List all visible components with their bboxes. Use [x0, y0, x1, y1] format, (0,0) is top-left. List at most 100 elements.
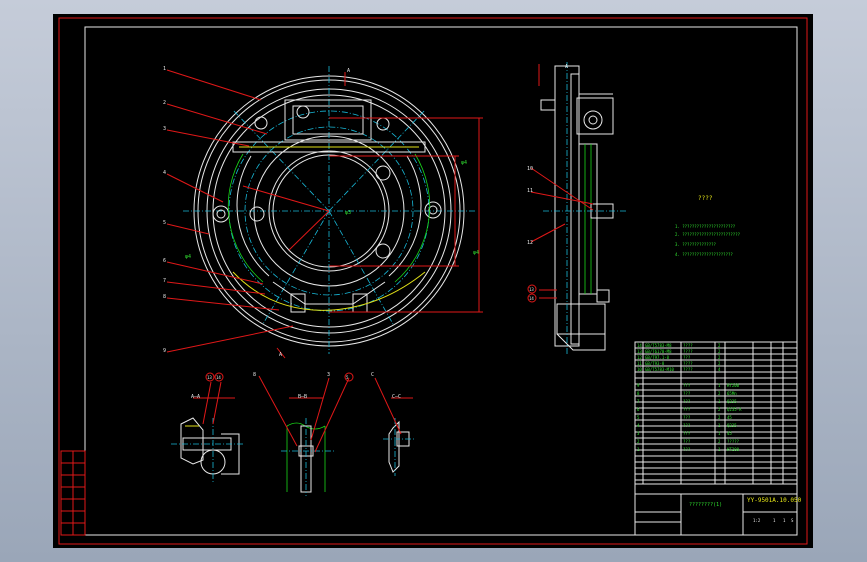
bom-cell: 8: [637, 391, 640, 396]
bom-cell: 1: [637, 447, 640, 452]
bom-cell: Q235: [727, 423, 737, 428]
bom-cell: 3: [637, 431, 640, 436]
section-c-c: [374, 377, 415, 476]
bom-cell: 10: [637, 367, 642, 372]
callout-7: 7: [163, 278, 166, 284]
bom-cell: ???: [683, 355, 691, 360]
bom-row: 4 ??? 1 Q235: [637, 423, 737, 428]
bom-cell: 2: [718, 415, 721, 420]
bom-cell: ????: [683, 343, 693, 348]
bom-row: 12 GB/T97.1-8 ??? 2: [637, 355, 721, 360]
bom-top-rows: 14 GB/T5783-M8 ???? 2 13 GB/T6170-M8 ???…: [637, 343, 721, 372]
note-2: 2. ????????????????????????: [675, 232, 741, 237]
bom-cell: 12: [637, 355, 642, 360]
bom-cell: ???: [683, 391, 691, 396]
callout-12: 12: [527, 240, 533, 246]
drawing-number: YY-9501A.10.050: [747, 497, 802, 504]
bom-cell: 2: [718, 391, 721, 396]
section-b-b-label: B—B: [298, 394, 307, 400]
bom-row: 14 GB/T5783-M8 ???? 2: [637, 343, 721, 348]
callout-3: 3: [163, 126, 166, 132]
bom-cell: ???: [683, 447, 691, 452]
note-1: 1. ??????????????????????: [675, 224, 736, 229]
bom-cell: ???: [683, 407, 691, 412]
bom-cell: ????: [683, 361, 693, 366]
svg-text:A: A: [565, 64, 568, 70]
callout-5-bb: 5: [346, 375, 349, 380]
cad-drawing: 1 2 3 4 5 6 7 8 9 A A φ4 φ3 φ4 φ4 A: [58, 17, 808, 545]
callout-4: 4: [163, 170, 166, 176]
bom-row: 3 ??? 1 45: [637, 431, 732, 436]
bom-row: 5 ??? 2 45: [637, 415, 732, 420]
bom-cell: 1: [718, 383, 721, 388]
callout-8: 8: [163, 294, 166, 300]
leaders-side: [530, 167, 594, 299]
dim-phi-3: φ4: [185, 254, 191, 260]
bom-cell: 65Mn: [727, 391, 737, 396]
inner-frame: [84, 26, 798, 536]
bom-cell: 2: [718, 349, 721, 354]
bom-cell: ???: [683, 423, 691, 428]
bom-cell: 6: [637, 407, 640, 412]
bom-cell: GB/T5783-M8: [645, 343, 672, 348]
note-3: 3. ??????????????: [675, 242, 717, 247]
callout-11: 11: [527, 188, 533, 194]
bom-cell: 5: [637, 415, 640, 420]
outer-frame: [58, 17, 808, 545]
bom-cell: 9: [637, 383, 640, 388]
bom-cell: 2: [718, 343, 721, 348]
bom-cell: HT200: [727, 447, 740, 452]
bom-cell: 4: [718, 367, 721, 372]
section-mark-a-bottom: A: [279, 352, 282, 358]
bom-cell: GB/T6170-M8: [645, 349, 672, 354]
bom-cell: 45: [727, 431, 732, 436]
bom-cell: 1: [718, 447, 721, 452]
dim-phi-2: φ3: [345, 210, 351, 216]
bom-cell: 14: [637, 343, 642, 348]
bom-cell: 13: [637, 349, 642, 354]
bom-cell: 4: [637, 423, 640, 428]
section-mark-a-top: A: [347, 68, 350, 74]
bom-table: [634, 341, 798, 536]
sheet-number: 1: [773, 518, 776, 523]
callout-1: 1: [163, 66, 166, 72]
drawing-title: ????????(1): [689, 502, 722, 508]
bom-rows: 9 ??? 1 HT200 8 ??? 2 65Mn 7 ??? 1 Q235 …: [637, 383, 742, 452]
bom-cell: ???: [683, 439, 691, 444]
bom-cell: Q235-A: [727, 407, 742, 412]
dim-phi-4: φ4: [473, 250, 479, 256]
callout-9: 9: [163, 348, 166, 354]
front-view: [183, 66, 483, 354]
section-b-b: [258, 375, 350, 496]
bom-row: 13 GB/T6170-M8 ???? 2: [637, 349, 721, 354]
bom-cell: 2: [718, 355, 721, 360]
bom-row: 8 ??? 2 65Mn: [637, 391, 737, 396]
bom-cell: 2: [718, 439, 721, 444]
cad-drawing-viewport[interactable]: 1 2 3 4 5 6 7 8 9 A A φ4 φ3 φ4 φ4 A: [53, 14, 813, 548]
bom-cell: ???: [683, 399, 691, 404]
callout-6: 6: [163, 258, 166, 264]
bom-row: 9 ??? 1 HT200: [637, 383, 740, 388]
bom-cell: ?????: [727, 439, 740, 444]
callout-14-side: 14: [529, 296, 534, 301]
bom-row: 7 ??? 1 Q235: [637, 399, 737, 404]
revision-block: [60, 450, 86, 536]
bom-cell: GB/T93-8: [645, 361, 665, 366]
scale-label: 1:2: [753, 518, 761, 523]
bom-cell: ???: [683, 431, 691, 436]
callout-3-bb: 3: [327, 372, 330, 378]
bom-cell: 2: [637, 439, 640, 444]
stage-mark: S: [791, 518, 794, 523]
bom-cell: 45: [727, 415, 732, 420]
callout-10: 10: [527, 166, 533, 172]
callout-13-side: 13: [529, 287, 534, 292]
bom-row: 10 GB/T5783-M10 ???? 4: [637, 367, 721, 372]
note-4: 4. ?????????????????????: [675, 252, 733, 257]
bom-cell: 7: [637, 399, 640, 404]
bom-cell: 11: [637, 361, 642, 366]
side-view: A: [538, 62, 628, 354]
callout-c-c: C: [371, 372, 374, 378]
callout-labels-front: 1 2 3 4 5 6 7 8 9 A A φ4 φ3 φ4 φ4: [163, 66, 479, 358]
section-c-c-label: C—C: [392, 394, 401, 400]
callout-13-aa: 13: [207, 375, 212, 380]
